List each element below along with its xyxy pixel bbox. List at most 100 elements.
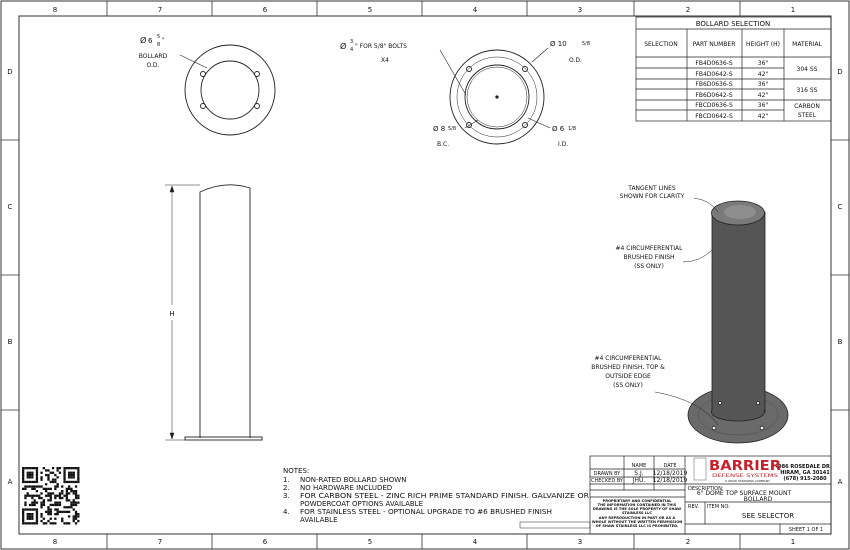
bc-frac: 5/8	[448, 126, 456, 132]
title-block	[589, 455, 832, 535]
qr-module	[33, 485, 36, 488]
height: 36"	[758, 60, 769, 67]
qr-module	[51, 471, 55, 474]
bolt-dia-symbol: Ø	[340, 41, 346, 51]
qr-module	[35, 494, 39, 497]
qr-module	[26, 471, 29, 474]
qr-module	[28, 480, 32, 484]
qr-module	[24, 480, 27, 484]
proprietary-text: DRAWING IS THE SOLE PROPERTY OF SHAW	[593, 507, 681, 511]
note-text: NO HARDWARE INCLUDED	[300, 484, 392, 492]
qr-module	[51, 480, 55, 484]
qr-module	[68, 473, 71, 477]
qr-module	[51, 467, 55, 470]
qr-module	[68, 476, 71, 479]
note-text: FOR STAINLESS STEEL - OPTIONAL UPGRADE T…	[300, 508, 552, 516]
qr-module	[77, 496, 80, 500]
height-dim-label: H	[169, 310, 174, 318]
sheet-number: SHEET 1 OF 1	[789, 527, 823, 533]
qr-module	[45, 490, 48, 493]
qr-module	[45, 473, 48, 477]
qr-module	[61, 492, 64, 495]
qr-module	[68, 506, 71, 509]
qr-module	[47, 513, 50, 516]
qr-module	[33, 467, 36, 470]
qr-module	[56, 469, 59, 472]
id-frac: 1/8	[568, 126, 576, 132]
qr-module	[35, 478, 39, 481]
qr-module	[24, 467, 27, 470]
qr-module	[47, 494, 50, 497]
qr-module	[31, 471, 34, 474]
qr-module	[72, 476, 75, 479]
qr-module	[77, 501, 80, 504]
qr-module	[31, 508, 34, 511]
iso-note-2: BRUSHED FINISH	[623, 254, 674, 261]
description: 6" DOME TOP SURFACE MOUNT	[697, 490, 792, 497]
qr-module	[58, 503, 62, 507]
qr-module	[47, 476, 50, 479]
qr-module	[47, 492, 50, 495]
qr-module	[40, 478, 43, 481]
qr-module	[47, 499, 50, 502]
qr-module	[35, 510, 39, 513]
qr-module	[49, 480, 52, 484]
qr-module	[56, 501, 59, 504]
qr-module	[54, 473, 57, 477]
part-number: FBCD0636-S	[695, 102, 733, 109]
qr-module	[61, 517, 64, 520]
qr-module	[28, 494, 32, 497]
qr-module	[70, 501, 73, 504]
qr-module	[38, 485, 41, 488]
qr-module	[63, 467, 66, 470]
qr-module	[49, 499, 52, 502]
qr-module	[68, 515, 71, 518]
qr-module	[28, 485, 32, 488]
qr-module	[49, 494, 52, 497]
qr-module	[28, 508, 32, 511]
part-number: FBCD0642-S	[695, 113, 733, 120]
qr-module	[72, 503, 75, 507]
qr-module	[26, 515, 29, 518]
material: 304 SS	[797, 66, 818, 73]
material: CARBON	[794, 103, 820, 110]
qr-module	[65, 522, 68, 525]
qr-module	[63, 522, 66, 525]
qr-module	[56, 508, 59, 511]
row-label: A	[8, 478, 13, 486]
col-header-height: HEIGHT (H)	[746, 41, 780, 48]
note-text: FOR CARBON STEEL - ZINC RICH PRIME STAND…	[300, 492, 589, 500]
od-label: O.D.	[569, 57, 582, 64]
part-number: FB4D0642-S	[695, 71, 732, 78]
qr-module	[42, 522, 45, 525]
qr-module	[26, 476, 29, 479]
qr-code	[22, 467, 80, 525]
qr-module	[74, 480, 78, 484]
qr-module	[40, 471, 43, 474]
qr-module	[68, 487, 71, 490]
qr-module	[35, 485, 39, 488]
iso-note-3: OUTSIDE EDGE	[605, 373, 651, 380]
base-plate-top-view	[439, 47, 551, 145]
qr-module	[58, 496, 62, 500]
height: 42"	[758, 71, 769, 78]
qr-module	[28, 522, 32, 525]
column-label: 2	[686, 538, 690, 546]
column-label: 6	[263, 538, 268, 546]
qr-module	[42, 501, 45, 504]
qr-module	[40, 503, 43, 507]
row-label: D	[837, 68, 842, 76]
qr-module	[26, 508, 29, 511]
qr-module	[26, 492, 29, 495]
col-header-selection: SELECTION	[644, 41, 678, 48]
qr-module	[77, 494, 80, 497]
qr-module	[56, 467, 59, 470]
qr-module	[65, 487, 68, 490]
qr-module	[47, 473, 50, 477]
qr-module	[68, 467, 71, 470]
row-label: A	[838, 478, 843, 486]
column-label: 2	[686, 6, 690, 14]
qr-module	[26, 467, 29, 470]
qr-module	[35, 469, 39, 472]
qr-module	[22, 478, 25, 481]
